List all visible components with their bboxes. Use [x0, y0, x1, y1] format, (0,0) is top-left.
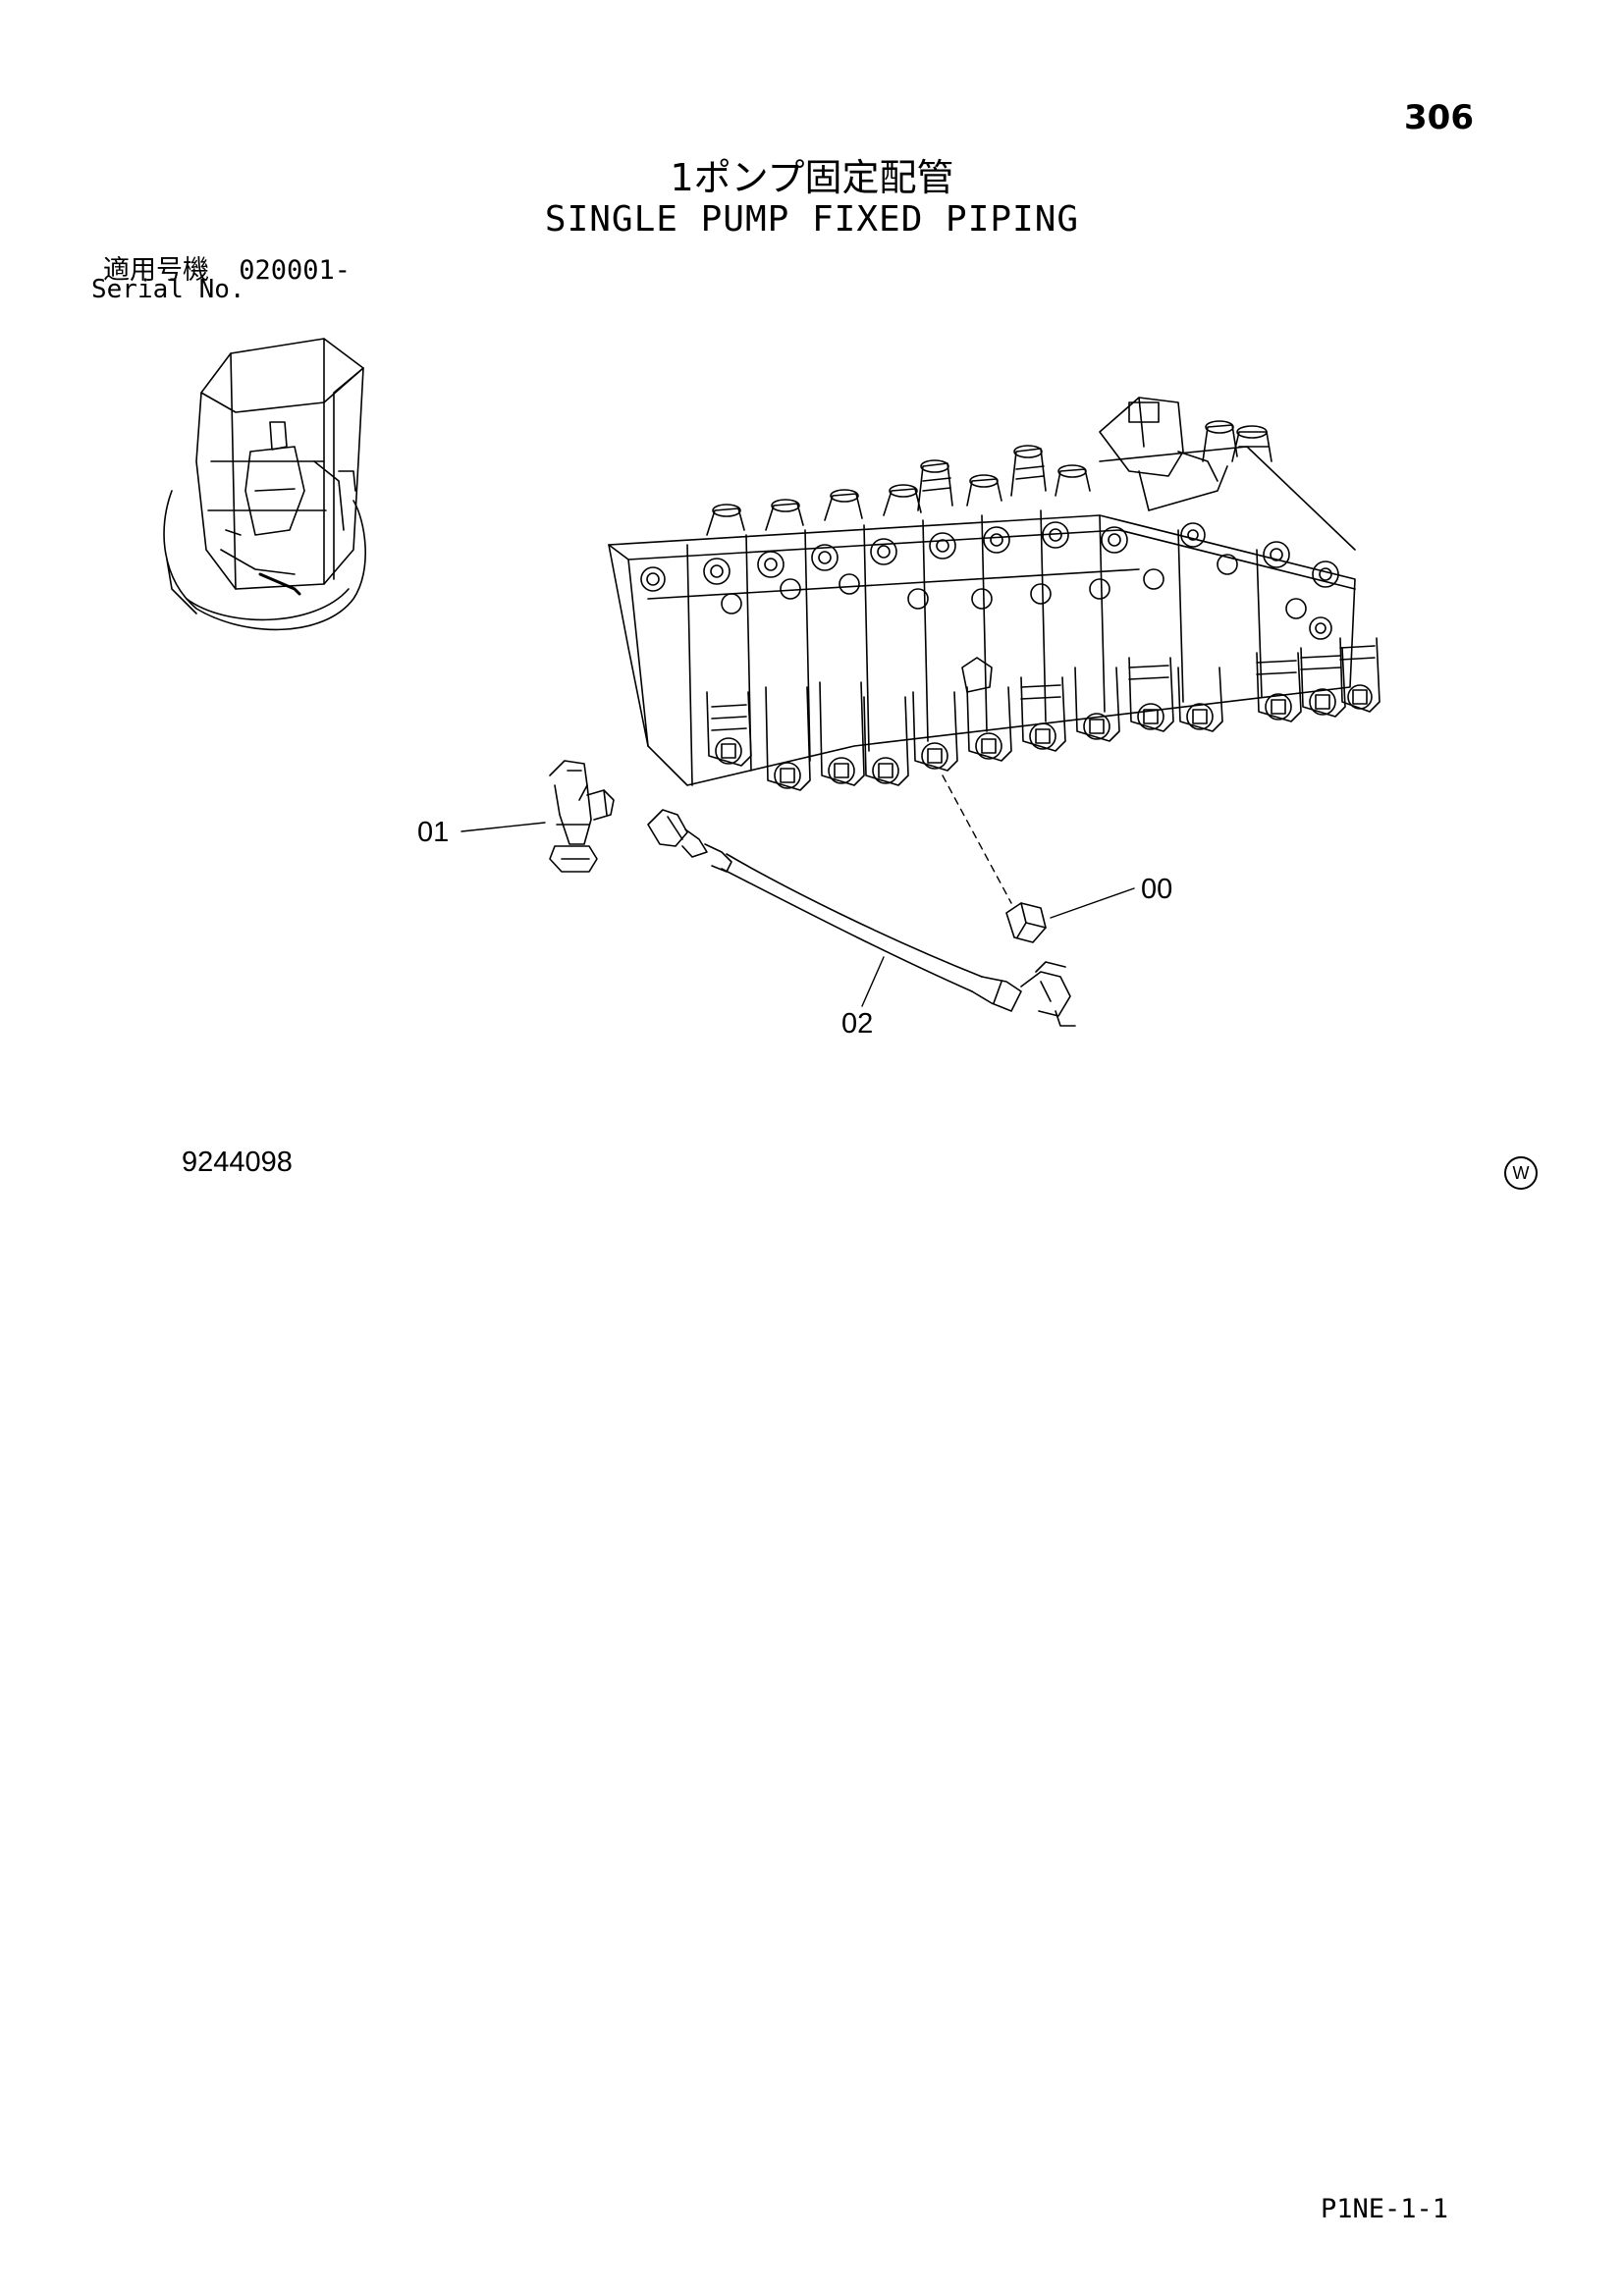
valve-spool-ends-lower — [707, 638, 1380, 790]
serial-number-line: 適用号機 020001- — [103, 248, 351, 287]
serial-label-jp: 適用号機 — [103, 255, 209, 286]
leader-line-00 — [1051, 888, 1134, 918]
title-japanese: 1ポンプ固定配管 — [670, 156, 954, 199]
drawing-number: 9244098 — [182, 1147, 293, 1178]
w-circle-mark: W — [1504, 1156, 1538, 1190]
part-01-tee-fitting — [550, 761, 614, 872]
leader-line-install-00 — [943, 775, 1011, 903]
callout-00: 00 — [1141, 874, 1173, 905]
page-number: 306 — [1404, 98, 1474, 137]
serial-value: 020001- — [239, 255, 352, 286]
part-00-adapter — [1006, 903, 1046, 942]
valve-port-row-middle — [722, 555, 1331, 639]
callout-01: 01 — [417, 817, 450, 848]
valve-threaded-fittings — [712, 646, 1375, 730]
valve-spool-caps-top — [707, 421, 1272, 535]
leader-line-01 — [461, 823, 545, 831]
leader-line-02 — [862, 957, 884, 1006]
callout-02: 02 — [841, 1008, 874, 1040]
part-02-hose-assembly — [648, 810, 1075, 1026]
valve-port-row-upper — [641, 522, 1338, 591]
control-valve-assembly — [609, 398, 1355, 785]
leader-lines — [461, 775, 1134, 1006]
title-english: SINGLE PUMP FIXED PIPING — [544, 199, 1080, 240]
page-code: P1NE-1-1 — [1321, 2194, 1449, 2224]
machine-locator-sketch — [164, 339, 365, 629]
serial-label-en: Serial No. — [91, 275, 245, 304]
